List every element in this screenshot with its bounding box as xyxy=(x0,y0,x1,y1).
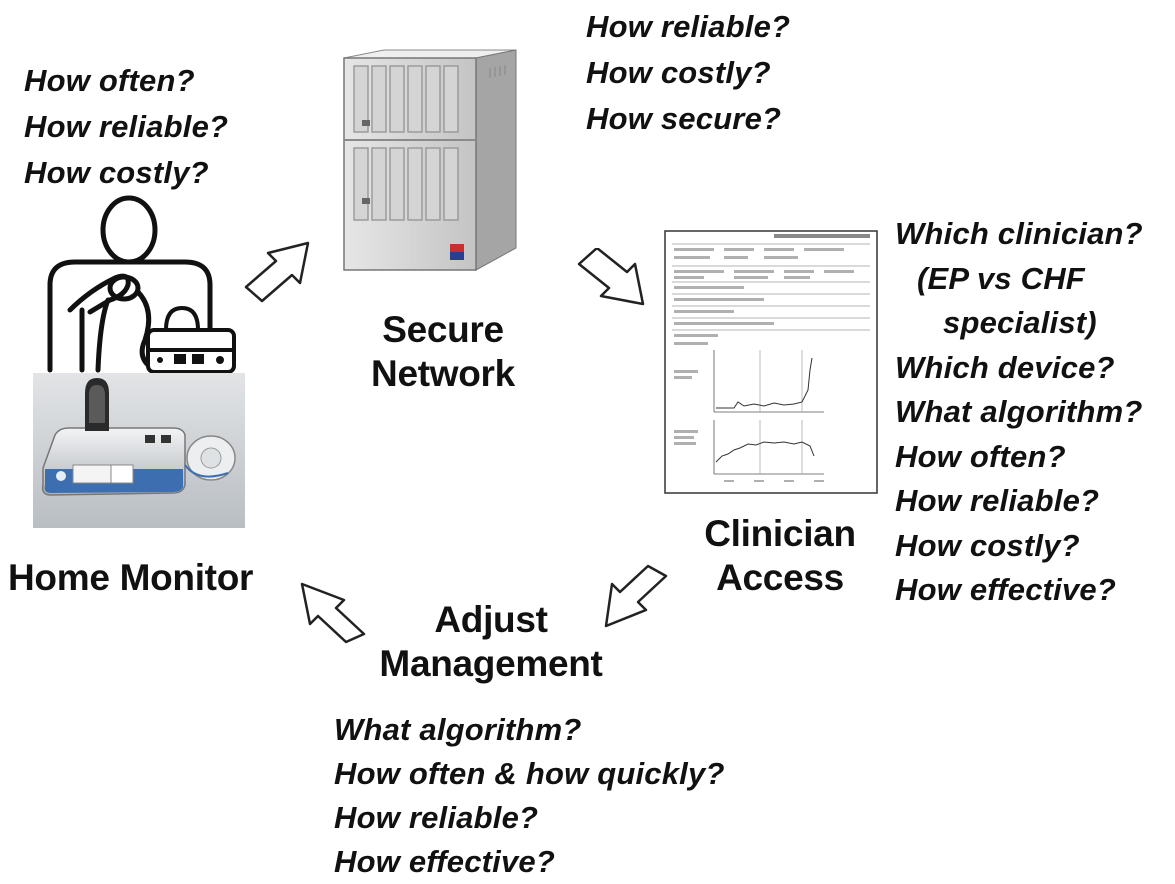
server-icon xyxy=(340,48,530,273)
question: How reliable? xyxy=(586,9,791,44)
question: Which device? xyxy=(895,349,1115,385)
flow-arrow-icon xyxy=(573,248,653,313)
question: What algorithm? xyxy=(334,712,582,747)
adjust-management-questions: What algorithm? How often & how quickly?… xyxy=(334,708,725,884)
clinician-access-questions: Which clinician? (EP vs CHF specialist) … xyxy=(895,212,1143,613)
home-monitor-device-icon xyxy=(140,300,240,380)
secure-network-label: Secure Network xyxy=(368,308,518,396)
question: How costly? xyxy=(24,155,209,190)
question: How costly? xyxy=(586,55,771,90)
question: How reliable? xyxy=(24,109,229,144)
question: How often? xyxy=(24,63,195,98)
adjust-management-label-line2: Management xyxy=(379,643,603,684)
question: specialist) xyxy=(943,305,1097,340)
report-document-icon xyxy=(664,230,880,496)
home-monitor-label: Home Monitor xyxy=(8,557,254,598)
question: How often? xyxy=(895,438,1066,474)
home-monitor-photo xyxy=(33,373,245,528)
question: How secure? xyxy=(586,101,782,136)
person-icon xyxy=(30,190,230,375)
question: How effective? xyxy=(334,844,556,879)
adjust-management-label-line1: Adjust xyxy=(434,599,548,640)
question: Which clinician? xyxy=(895,216,1143,251)
home-monitor-questions: How often? How reliable? How costly? xyxy=(24,58,228,196)
secure-network-label-line1: Secure xyxy=(382,309,504,350)
clinician-access-label: Clinician Access xyxy=(690,512,870,600)
question: How reliable? xyxy=(895,483,1100,518)
adjust-management-label: Adjust Management xyxy=(366,598,616,686)
question: How costly? xyxy=(895,527,1080,563)
secure-network-questions: How reliable? How costly? How secure? xyxy=(586,4,790,142)
question: How effective? xyxy=(895,572,1117,607)
question: How reliable? xyxy=(334,800,539,835)
question: (EP vs CHF xyxy=(917,260,1085,296)
flow-arrow-icon xyxy=(240,235,320,305)
secure-network-label-line2: Network xyxy=(371,353,515,394)
question: What algorithm? xyxy=(895,394,1143,429)
clinician-access-label-line1: Clinician xyxy=(704,513,856,554)
flow-arrow-icon xyxy=(292,578,370,646)
question: How often & how quickly? xyxy=(334,756,725,791)
flow-arrow-icon xyxy=(598,562,673,634)
clinician-access-label-line2: Access xyxy=(716,557,844,598)
